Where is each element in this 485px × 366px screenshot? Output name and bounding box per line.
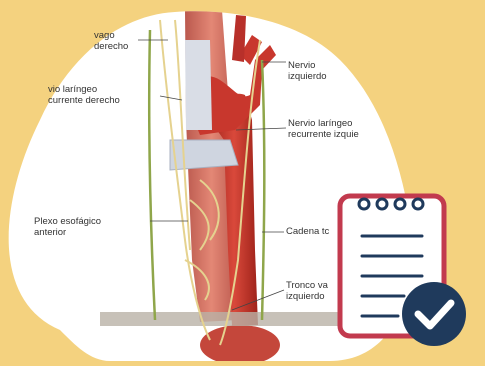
label-tronco-vagal: Tronco va izquierdo	[286, 280, 328, 302]
label-plexo-line1: Plexo esofágico	[34, 216, 101, 227]
clipboard-checklist-icon	[334, 190, 474, 350]
check-circle-icon	[402, 282, 466, 346]
label-plexo-esofagico: Plexo esofágico anterior	[34, 216, 101, 238]
label-vago-derecho: vago derecho	[94, 30, 128, 52]
bronchi	[170, 140, 238, 170]
label-plexo-line2: anterior	[34, 227, 101, 238]
label-laringeo-izquierdo-line2: recurrente izquie	[288, 129, 359, 140]
label-vago-izquierdo: Nervio izquierdo	[288, 60, 327, 82]
label-laringeo-izquierdo-line1: Nervio laríngeo	[288, 118, 359, 129]
label-cadena: Cadena tc	[286, 226, 329, 237]
label-tronco-line1: Tronco va	[286, 280, 328, 291]
label-vago-derecho-line2: derecho	[94, 41, 128, 52]
label-vago-izquierdo-line2: izquierdo	[288, 71, 327, 82]
diaphragm	[100, 312, 340, 326]
label-laringeo-derecho-line1: vio laríngeo	[48, 84, 120, 95]
label-vago-derecho-line1: vago	[94, 30, 128, 41]
label-tronco-line2: izquierdo	[286, 291, 328, 302]
label-laringeo-izquierdo: Nervio laríngeo recurrente izquie	[288, 118, 359, 140]
label-laringeo-derecho-line2: currente derecho	[48, 95, 120, 106]
trachea	[185, 40, 212, 130]
label-vago-izquierdo-line1: Nervio	[288, 60, 327, 71]
label-laringeo-derecho: vio laríngeo currente derecho	[48, 84, 120, 106]
